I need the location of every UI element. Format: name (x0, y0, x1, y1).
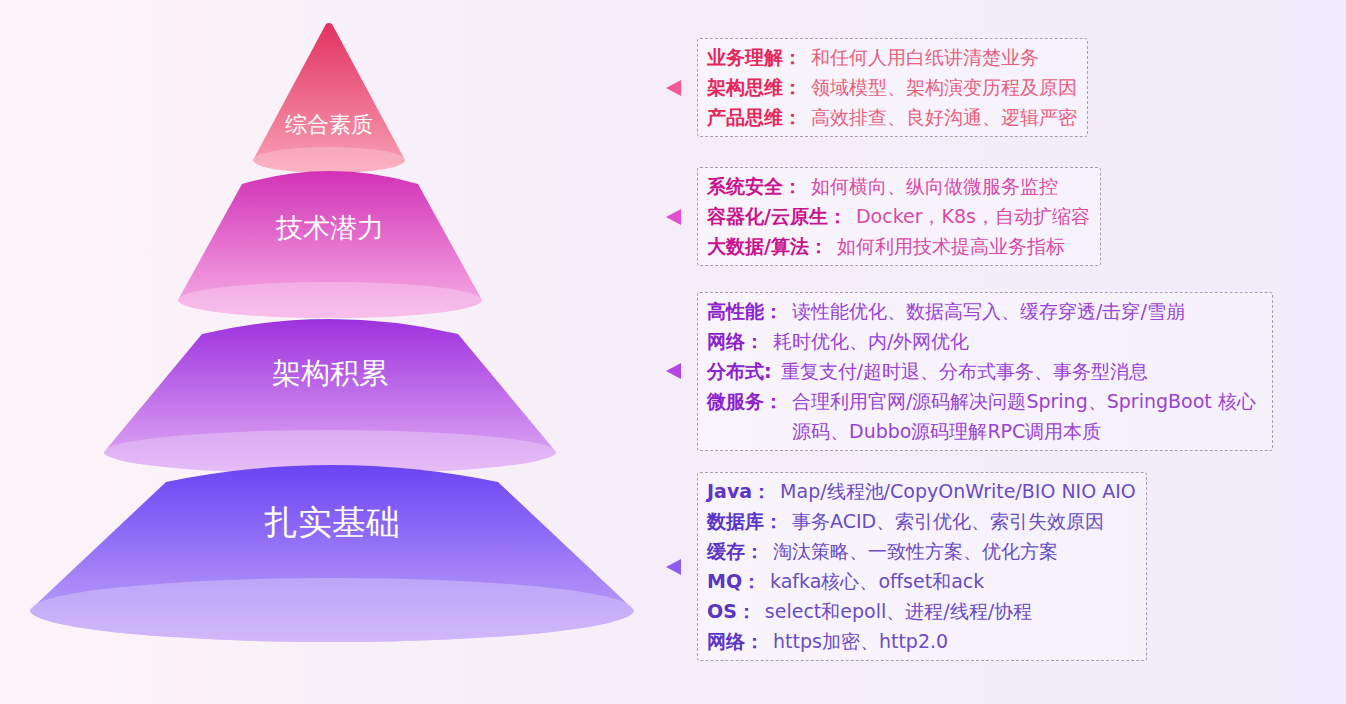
callout-box: 业务理解： 和任何人用白纸讲清楚业务架构思维： 领域模型、架构演变历程及原因产品思维… (697, 38, 1088, 137)
item-heading: 高性能： (707, 296, 783, 326)
item-heading: 架构思维： (707, 72, 802, 102)
band-shape (251, 20, 407, 175)
callout-row: 数据库： 事务ACID、索引优化、索引失效原因 (707, 506, 1136, 536)
item-detail: 读性能优化、数据高写入、缓存穿透/击穿/雪崩 (792, 296, 1185, 326)
band-rim (30, 578, 634, 642)
callout-row: 业务理解： 和任何人用白纸讲清楚业务 (707, 42, 1077, 72)
pointer-triangle (666, 80, 681, 96)
item-detail: Docker，K8s，自动扩缩容 (856, 201, 1090, 231)
item-detail: 耗时优化、内/外网优化 (773, 326, 969, 356)
callout-box: 高性能： 读性能优化、数据高写入、缓存穿透/击穿/雪崩网络： 耗时优化、内/外网优化… (697, 292, 1273, 451)
item-heading: 大数据/算法： (707, 231, 828, 261)
item-detail: 高效排查、良好沟通、逻辑严密 (811, 102, 1077, 132)
item-heading: 业务理解： (707, 42, 802, 72)
callout-row: 分布式: 重复支付/超时退、分布式事务、事务型消息 (707, 356, 1262, 386)
item-detail: 事务ACID、索引优化、索引失效原因 (792, 506, 1104, 536)
item-heading: OS： (707, 596, 756, 626)
callout-row: 网络： 耗时优化、内/外网优化 (707, 326, 1262, 356)
item-detail: 重复支付/超时退、分布式事务、事务型消息 (781, 356, 1148, 386)
item-heading: 分布式: (707, 356, 772, 386)
callout-row: 产品思维： 高效排查、良好沟通、逻辑严密 (707, 102, 1077, 132)
callout-row: 缓存： 淘汰策略、一致性方案、优化方案 (707, 536, 1136, 566)
callout-box: 系统安全： 如何横向、纵向做微服务监控容器化/云原生： Docker，K8s，自动扩… (697, 167, 1101, 266)
callout-row: 系统安全： 如何横向、纵向做微服务监控 (707, 171, 1090, 201)
item-detail: https加密、http2.0 (773, 626, 948, 656)
callout-row: 大数据/算法： 如何利用技术提高业务指标 (707, 231, 1090, 261)
callout-row: 容器化/云原生： Docker，K8s，自动扩缩容 (707, 201, 1090, 231)
band-body (178, 171, 482, 318)
item-detail: 领域模型、架构演变历程及原因 (811, 72, 1077, 102)
callout-row: OS： select和epoll、进程/线程/协程 (707, 596, 1136, 626)
item-heading: 容器化/云原生： (707, 201, 847, 231)
item-detail: select和epoll、进程/线程/协程 (765, 596, 1032, 626)
callout-row: 微服务： 合理利用官网/源码解决问题Spring、SpringBoot 核心源码、… (707, 386, 1262, 446)
layer-title: 技术潜力 (176, 212, 484, 244)
band-rim (178, 282, 482, 318)
item-heading: 系统安全： (707, 171, 802, 201)
pointer-triangle (666, 559, 681, 575)
item-heading: 产品思维： (707, 102, 802, 132)
item-heading: 网络： (707, 626, 764, 656)
pyramid-band: 技术潜力 (176, 156, 484, 320)
pointer-triangle (666, 363, 681, 379)
band-rim (253, 147, 405, 173)
layer-title: 扎实基础 (28, 502, 636, 543)
pyramid-band: 综合素质 (251, 20, 407, 175)
item-heading: MQ： (707, 566, 761, 596)
band-body (104, 319, 556, 474)
pyramid-band: 扎实基础 (28, 446, 636, 644)
band-body (253, 23, 405, 173)
item-heading: 缓存： (707, 536, 764, 566)
item-heading: 数据库： (707, 506, 783, 536)
item-detail: 淘汰策略、一致性方案、优化方案 (773, 536, 1058, 566)
item-detail: 和任何人用白纸讲清楚业务 (811, 42, 1039, 72)
pointer-triangle (666, 209, 681, 225)
callout-row: 架构思维： 领域模型、架构演变历程及原因 (707, 72, 1077, 102)
item-heading: Java： (707, 476, 771, 506)
callout-box: Java： Map/线程池/CopyOnWrite/BIO NIO AIO数据库：… (697, 472, 1147, 661)
layer-title: 综合素质 (251, 112, 407, 138)
band-body (30, 465, 634, 642)
item-detail: 如何利用技术提高业务指标 (837, 231, 1065, 261)
item-detail: 如何横向、纵向做微服务监控 (811, 171, 1058, 201)
item-heading: 微服务： (707, 386, 783, 416)
callout-row: 网络： https加密、http2.0 (707, 626, 1136, 656)
callout-row: MQ： kafka核心、offset和ack (707, 566, 1136, 596)
pyramid-band: 架构积累 (102, 302, 558, 476)
layer-title: 架构积累 (102, 356, 558, 391)
item-detail: 合理利用官网/源码解决问题Spring、SpringBoot 核心源码、Dubb… (792, 386, 1262, 446)
item-heading: 网络： (707, 326, 764, 356)
band-shape (28, 446, 636, 644)
callout-row: 高性能： 读性能优化、数据高写入、缓存穿透/击穿/雪崩 (707, 296, 1262, 326)
callout-row: Java： Map/线程池/CopyOnWrite/BIO NIO AIO (707, 476, 1136, 506)
item-detail: Map/线程池/CopyOnWrite/BIO NIO AIO (780, 476, 1136, 506)
item-detail: kafka核心、offset和ack (770, 566, 984, 596)
